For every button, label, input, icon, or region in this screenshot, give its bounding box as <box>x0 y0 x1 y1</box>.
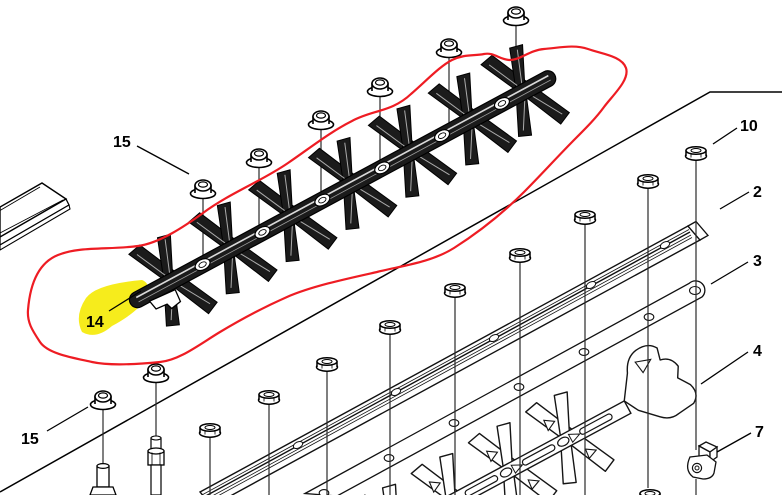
leader-10 <box>712 127 738 145</box>
stud-right <box>147 379 165 495</box>
hex-nut <box>573 209 597 225</box>
leader-4 <box>700 351 749 385</box>
callout-10[interactable]: 10 <box>740 118 758 135</box>
callout-2[interactable]: 2 <box>753 184 762 201</box>
leader-14 <box>108 290 142 312</box>
lower-blade-part <box>351 344 697 495</box>
leader-7 <box>716 432 752 453</box>
selection-outline <box>26 45 628 366</box>
hex-nut <box>198 422 222 438</box>
callout-7[interactable]: 7 <box>755 424 764 441</box>
bolt-shafts <box>209 160 697 495</box>
assembly-boundary-line <box>0 91 782 493</box>
hex-nut <box>257 389 281 405</box>
hex-nut <box>636 173 660 189</box>
leader-2 <box>719 191 750 210</box>
hex-nut <box>638 488 662 495</box>
callout-15-bottom[interactable]: 15 <box>21 431 39 448</box>
callout-4[interactable]: 4 <box>753 343 762 360</box>
hex-nut <box>684 145 708 161</box>
leader-15-bottom <box>46 406 89 432</box>
leader-15-top <box>136 145 190 175</box>
blade-guard-tip <box>0 182 71 251</box>
hex-nut <box>443 282 467 298</box>
leader-lines <box>46 127 752 453</box>
clip-part <box>686 441 719 480</box>
backing-strip-part <box>302 280 706 495</box>
callout-3[interactable]: 3 <box>753 253 762 270</box>
hex-nut <box>508 247 532 263</box>
callout-15-top[interactable]: 15 <box>113 134 131 151</box>
leader-3 <box>710 261 749 285</box>
hex-nut <box>378 319 402 335</box>
upper-blade-part[interactable] <box>108 34 576 344</box>
rail-part <box>198 220 710 495</box>
stud-left <box>89 406 117 495</box>
hex-nut <box>315 356 339 372</box>
callout-14[interactable]: 14 <box>86 314 104 331</box>
